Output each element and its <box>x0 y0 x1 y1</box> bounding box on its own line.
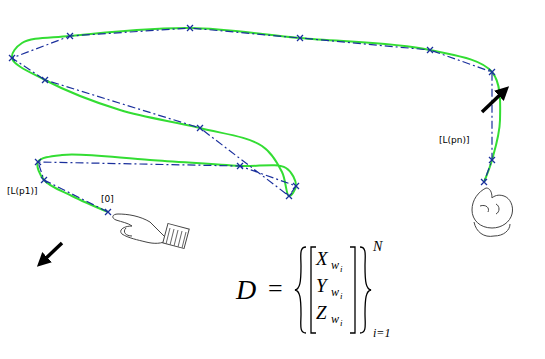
formula-subscript: i <box>340 292 343 301</box>
formula-subscript: w <box>331 313 339 325</box>
sample-marker <box>67 33 73 39</box>
formula-subscript: w <box>331 286 339 298</box>
sample-marker <box>489 157 495 163</box>
formula-symbol: X <box>316 249 328 268</box>
point-label: [L(p1)] <box>6 187 39 196</box>
formula-subscript: i <box>340 319 343 328</box>
motion-arrow <box>482 91 504 112</box>
trajectory-curve <box>12 28 500 212</box>
curve-layer <box>9 25 500 215</box>
sample-marker <box>427 47 433 53</box>
sample-marker <box>297 35 303 41</box>
formula-symbol: = <box>268 276 283 302</box>
sample-marker <box>187 25 193 31</box>
sample-marker <box>35 159 41 165</box>
sample-marker <box>286 193 292 199</box>
formula-limit: i=1 <box>373 327 390 339</box>
point-label: [L(pn)] <box>438 136 470 145</box>
sample-marker <box>9 55 15 61</box>
formula-limit: N <box>373 240 382 254</box>
sample-marker <box>41 177 47 183</box>
sample-marker <box>293 183 299 189</box>
hand-icon <box>113 214 189 249</box>
hand-icon <box>472 188 513 236</box>
sampled-polyline <box>12 28 492 212</box>
formula-symbol: D <box>236 276 256 304</box>
sample-marker <box>489 69 495 75</box>
formula-subscript: i <box>340 265 343 274</box>
formula-delimiters <box>295 247 371 333</box>
point-label: [0] <box>100 195 115 204</box>
sample-marker <box>105 209 111 215</box>
sample-marker <box>237 163 243 169</box>
formula-subscript: w <box>331 259 339 271</box>
sample-marker <box>481 179 487 185</box>
motion-arrow <box>42 243 62 262</box>
formula-symbol: Y <box>316 276 327 295</box>
sample-marker <box>42 77 48 83</box>
formula-symbol: Z <box>316 303 327 322</box>
sample-marker <box>197 125 203 131</box>
